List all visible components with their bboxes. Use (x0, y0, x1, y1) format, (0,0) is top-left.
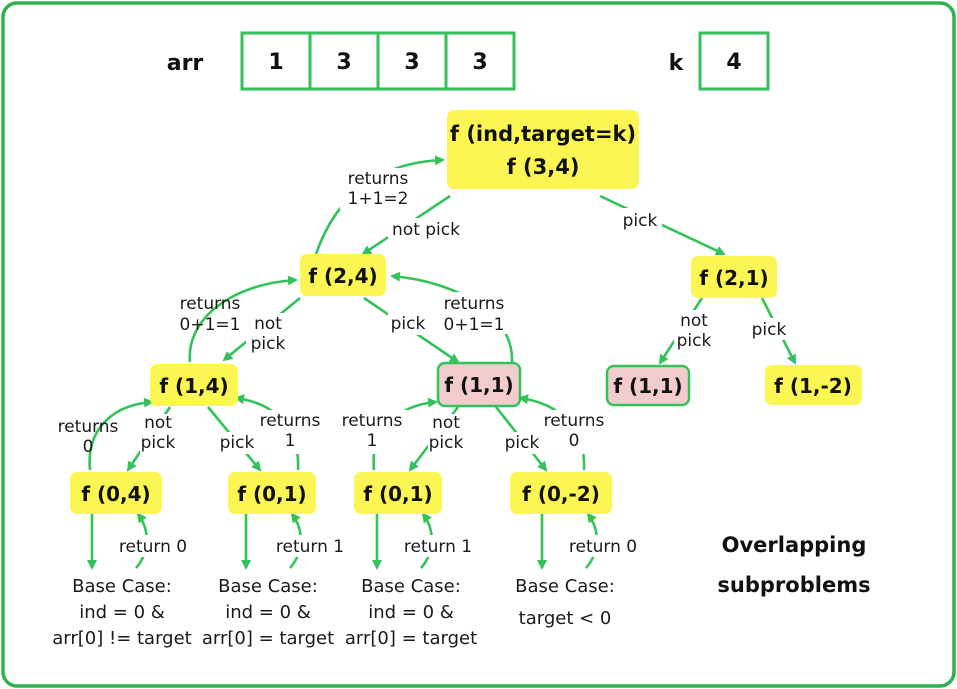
pick-label: pick (220, 433, 255, 453)
pick-label: pick (391, 314, 426, 334)
base-case-line: arr[0] = target (202, 628, 334, 649)
base-case-3: Base Case: ind = 0 & arr[0] = target (345, 576, 477, 649)
node-f-2-1: f (2,1) (691, 256, 777, 298)
base-case-4: Base Case: target < 0 (515, 576, 615, 629)
array-cell: 3 (404, 50, 419, 75)
note-line: Overlapping (722, 533, 867, 557)
returns-label: returns (260, 411, 321, 431)
base-case-1: Base Case: ind = 0 & arr[0] != target (52, 576, 191, 649)
returns-value: 0+1=1 (444, 315, 505, 335)
returns-label: returns (444, 294, 505, 314)
node-f-1-neg2: f (1,-2) (765, 365, 862, 405)
returns-value: 0 (569, 431, 580, 451)
node-f-1-4: f (1,4) (150, 364, 238, 406)
base-case-line: Base Case: (218, 576, 318, 597)
pick-label: pick (623, 211, 658, 231)
node-f-0-1-a: f (0,1) (228, 472, 316, 514)
k-box (698, 31, 770, 91)
returns-label: returns (58, 417, 119, 437)
returns-value: 0 (83, 437, 94, 457)
base-case-line: arr[0] != target (52, 628, 191, 649)
base-case-line: ind = 0 & (79, 602, 165, 623)
node-label: f (2,1) (699, 266, 768, 290)
returns-label: returns (342, 411, 403, 431)
returns-value: 1 (367, 431, 378, 451)
pick-label: pick (752, 320, 787, 340)
arr-label: arr (167, 51, 204, 76)
node-label: f (2,4) (308, 264, 377, 288)
node-f-1-1-overlap: f (1,1) (436, 361, 522, 408)
base-case-line: Base Case: (515, 576, 615, 597)
overlapping-note: Overlapping subproblems (717, 533, 870, 597)
not-label: not (680, 311, 708, 331)
array-cell: 3 (472, 50, 487, 75)
return-label: return 0 (119, 537, 187, 557)
base-case-line: ind = 0 & (225, 602, 311, 623)
base-case-line: target < 0 (519, 608, 612, 629)
array-cell: 3 (336, 50, 351, 75)
returns-value: 1 (285, 431, 296, 451)
not-label: not (254, 314, 282, 334)
node-f-0-4: f (0,4) (70, 472, 162, 514)
node-label: f (1,4) (159, 374, 228, 398)
node-f-0-neg2: f (0,-2) (510, 472, 612, 514)
pick-label: pick (429, 433, 464, 453)
node-f-2-4: f (2,4) (300, 254, 386, 296)
root-line2: f (3,4) (507, 155, 580, 179)
node-label: f (0,1) (363, 482, 432, 506)
node-root: f (ind,target=k) f (3,4) (447, 110, 639, 189)
not-pick-label: not pick (392, 220, 460, 240)
base-case-line: ind = 0 & (368, 602, 454, 623)
base-case-line: Base Case: (361, 576, 461, 597)
node-label: f (1,-2) (774, 374, 852, 398)
array-cell: 1 (268, 50, 283, 75)
node-f-0-1-b: f (0,1) (354, 472, 442, 514)
returns-label: returns (544, 411, 605, 431)
pick-label: pick (251, 334, 286, 354)
not-label: not (432, 413, 460, 433)
note-line: subproblems (717, 573, 870, 597)
k-label: k (669, 51, 685, 76)
pick-label: pick (505, 433, 540, 453)
returns-value: 1+1=2 (348, 189, 409, 209)
node-label: f (0,1) (237, 482, 306, 506)
node-label: f (0,4) (81, 482, 150, 506)
pick-label: pick (141, 433, 176, 453)
node-f-1-1-repeat: f (1,1) (605, 364, 691, 407)
base-case-line: Base Case: (72, 576, 172, 597)
tree-edges (87, 155, 797, 570)
k-value: 4 (726, 50, 741, 75)
node-label: f (1,1) (613, 374, 682, 398)
return-label: return 1 (404, 537, 472, 557)
pick-label: pick (677, 331, 712, 351)
base-case-line: arr[0] = target (345, 628, 477, 649)
array-cells: 1 3 3 3 (240, 31, 516, 91)
returns-label: returns (348, 169, 409, 189)
return-label: return 0 (569, 537, 637, 557)
returns-label: returns (180, 294, 241, 314)
return-label: return 1 (276, 537, 344, 557)
node-label: f (1,1) (444, 373, 513, 397)
returns-value: 0+1=1 (180, 315, 241, 335)
node-label: f (0,-2) (522, 482, 600, 506)
not-label: not (144, 413, 172, 433)
root-line1: f (ind,target=k) (450, 122, 636, 146)
base-case-2: Base Case: ind = 0 & arr[0] = target (202, 576, 334, 649)
edge-labels: returns 1+1=2 not pick pick returns 0+1=… (58, 168, 790, 557)
